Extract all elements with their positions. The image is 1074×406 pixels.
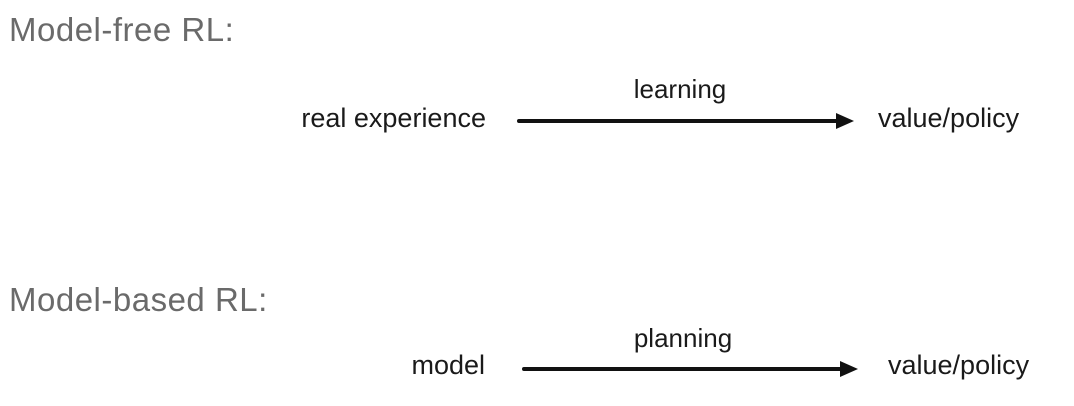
- model-free-source-node: real experience: [301, 103, 486, 133]
- planning-arrowhead-icon: [840, 361, 858, 377]
- model-based-source-node: model: [411, 350, 485, 380]
- learning-arrow-label: learning: [633, 74, 727, 104]
- model-based-heading: Model-based RL:: [9, 281, 268, 318]
- learning-arrowhead-icon: [836, 113, 854, 129]
- model-free-target-node: value/policy: [878, 103, 1020, 133]
- planning-arrow-label: planning: [633, 323, 733, 353]
- model-free-heading: Model-free RL:: [9, 11, 235, 48]
- learning-arrow-line: [517, 119, 839, 123]
- model-based-target-node: value/policy: [888, 350, 1030, 380]
- planning-arrow-line: [522, 367, 842, 371]
